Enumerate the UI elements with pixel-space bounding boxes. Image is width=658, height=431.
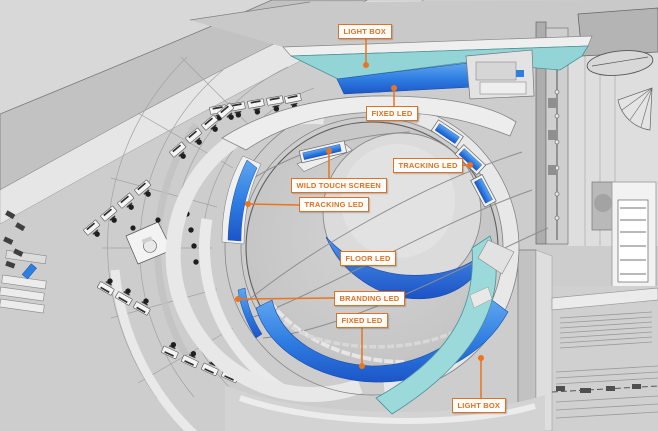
tracking-led-right-panels bbox=[430, 119, 497, 208]
corridor-rail bbox=[535, 21, 569, 245]
annotation-floor-led: FLOOR LED bbox=[340, 251, 397, 266]
annotation-tracking-led-left: TRACKING LED bbox=[299, 197, 370, 212]
walkway-swoosh bbox=[221, 95, 517, 151]
leader-branding-led bbox=[235, 296, 335, 302]
tracking-led-left-strip bbox=[227, 159, 258, 242]
light-box-bottom-arc bbox=[375, 235, 515, 415]
annotation-light-box-bottom: LIGHT BOX bbox=[452, 398, 506, 413]
desk-island bbox=[125, 217, 173, 265]
annotation-light-box-top: LIGHT BOX bbox=[338, 24, 392, 39]
leader-fixed-led-top bbox=[391, 85, 397, 106]
wall-panels bbox=[591, 181, 657, 291]
annotation-fixed-led-top: FIXED LED bbox=[366, 106, 418, 121]
annotation-branding-led: BRANDING LED bbox=[334, 291, 405, 306]
annotation-wild-touch-screen: WILD TOUCH SCREEN bbox=[291, 178, 387, 193]
leader-light-box-bottom bbox=[478, 355, 484, 398]
wild-touch-screen-panel bbox=[296, 140, 353, 172]
leader-wild-touch-screen bbox=[326, 148, 332, 178]
spiral-stair bbox=[586, 50, 654, 131]
annotation-fixed-led-bottom: FIXED LED bbox=[336, 313, 388, 328]
bottom-floor bbox=[225, 385, 545, 431]
annotation-leaders bbox=[235, 38, 484, 398]
leader-tracking-led-left bbox=[245, 201, 300, 207]
leader-light-box-top bbox=[363, 38, 369, 68]
roof-panel bbox=[577, 7, 658, 57]
office-area bbox=[0, 56, 315, 431]
right-wing bbox=[517, 7, 658, 431]
annotation-tracking-led-right: TRACKING LED bbox=[393, 158, 464, 173]
leader-fixed-led-bottom bbox=[359, 326, 365, 369]
wall-led-strip-left bbox=[21, 263, 37, 280]
